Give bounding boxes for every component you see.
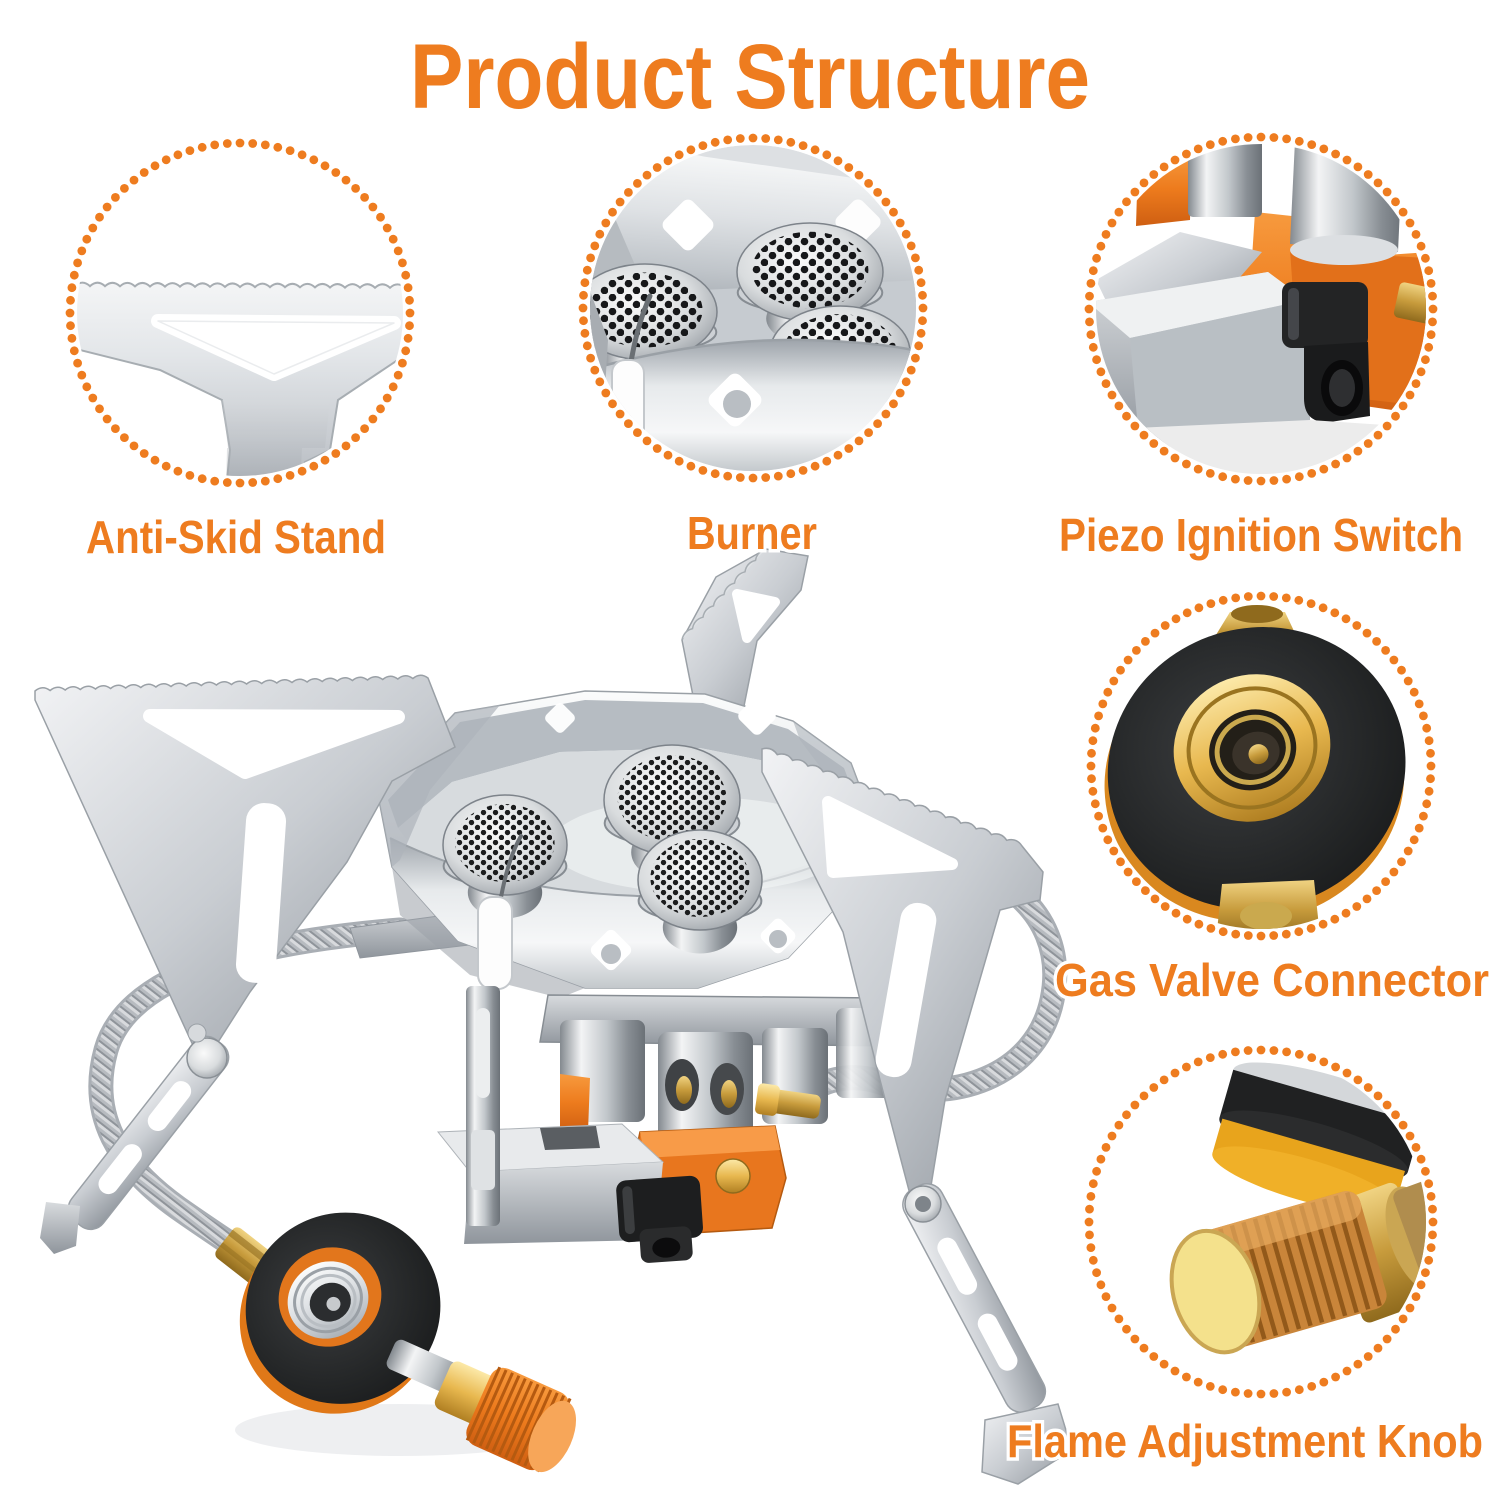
svg-text:Anti-Skid Stand: Anti-Skid Stand <box>86 511 386 563</box>
svg-text:Gas Valve Connector: Gas Valve Connector <box>1055 954 1489 1006</box>
svg-text:Burner: Burner <box>687 507 817 559</box>
svg-text:Flame Adjustment Knob: Flame Adjustment Knob <box>1007 1415 1483 1467</box>
svg-text:Piezo Ignition Switch: Piezo Ignition Switch <box>1059 509 1463 561</box>
svg-text:Product Structure: Product Structure <box>410 26 1090 128</box>
